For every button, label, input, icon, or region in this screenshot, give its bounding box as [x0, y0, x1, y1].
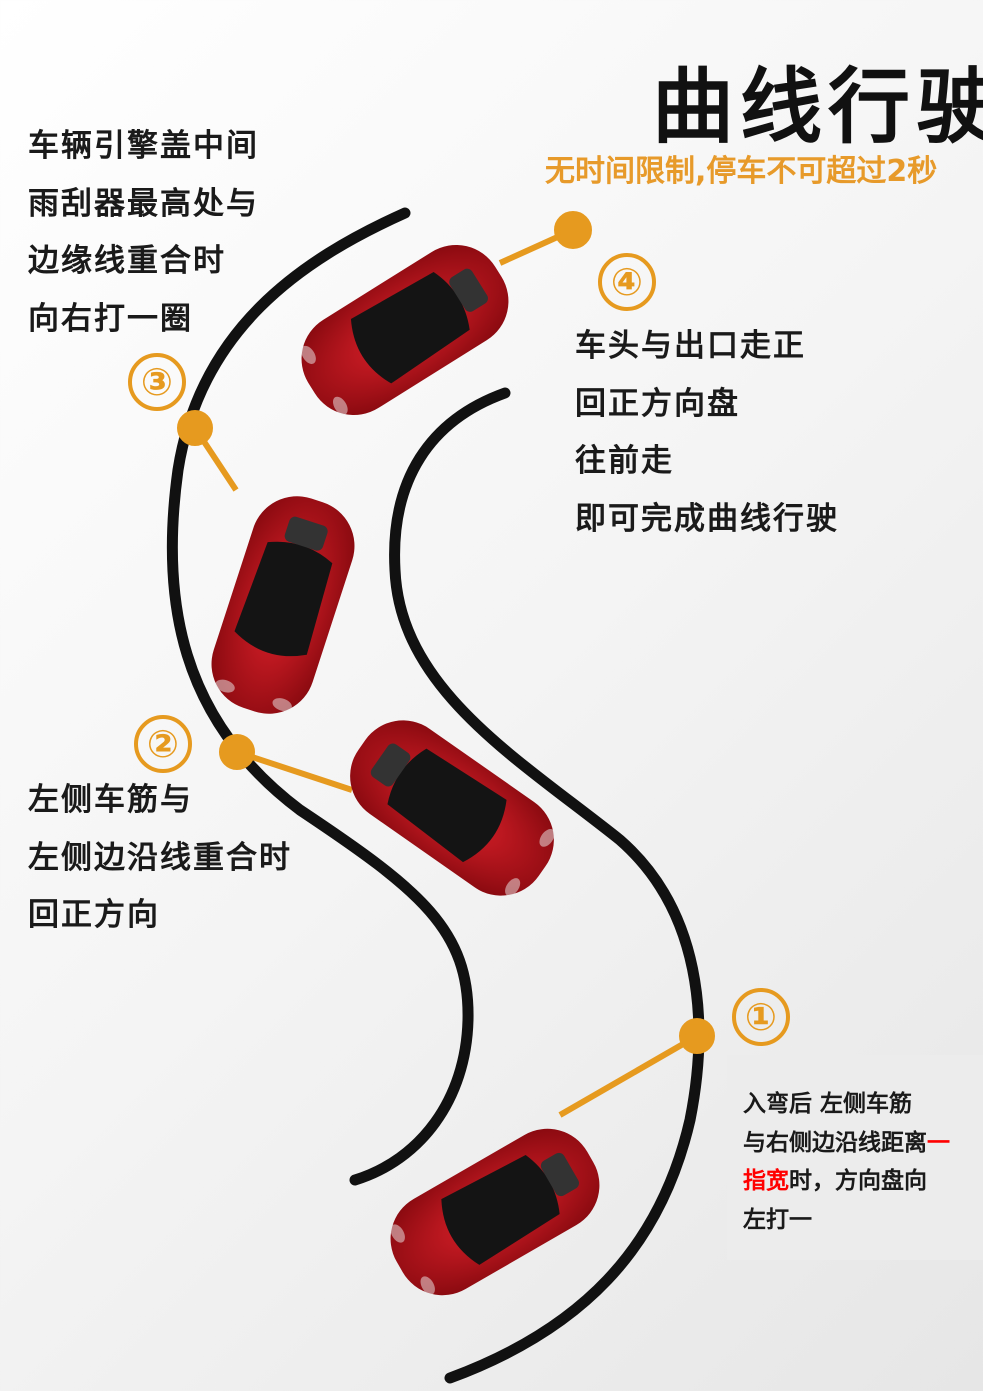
line: 回正方向	[28, 897, 160, 933]
marker-4	[554, 211, 592, 249]
outer-edge-line	[166, 207, 474, 1186]
inner-edge-line	[389, 387, 705, 1384]
marker-1	[679, 1018, 715, 1054]
line: 左打一	[743, 1206, 812, 1233]
line: 即可完成曲线行驶	[575, 500, 839, 537]
line: 向右打一圈	[28, 300, 193, 337]
step-1-text: 入弯后 左侧车筋 与右侧边沿线距离一 指宽时，方向盘向 左打一	[743, 1085, 950, 1239]
highlight-text: 指宽	[743, 1168, 789, 1194]
subtitle: 无时间限制,停车不可超过2秒	[545, 154, 938, 189]
line: 雨刮器最高处与	[28, 185, 259, 222]
line: 左侧车筋与	[28, 782, 193, 818]
step-2-number: ②	[134, 715, 192, 773]
step-1-number: ①	[732, 988, 790, 1046]
line: 指宽时，方向盘向	[743, 1162, 950, 1201]
car-2	[332, 702, 572, 914]
step-3-text: 车辆引擎盖中间 雨刮器最高处与 边缘线重合时 向右打一圈	[28, 118, 259, 348]
page-title: 曲线行驶	[652, 60, 983, 155]
step-3-number: ③	[128, 353, 186, 411]
line: 入弯后 左侧车筋	[743, 1091, 913, 1117]
line: 左侧边沿线重合时	[28, 839, 292, 876]
car-3	[199, 484, 367, 726]
line: 车辆引擎盖中间	[28, 128, 259, 164]
step-4-text: 车头与出口走正 回正方向盘 往前走 即可完成曲线行驶	[575, 318, 839, 548]
line-text: 时，方向盘向	[789, 1168, 927, 1194]
marker-3	[177, 410, 213, 446]
line: 车头与出口走正	[575, 328, 806, 364]
car-1	[373, 1111, 617, 1313]
line: 回正方向盘	[575, 385, 740, 422]
marker-2	[219, 734, 255, 770]
step-1-box	[727, 1055, 983, 1260]
step-2-text: 左侧车筋与 左侧边沿线重合时 回正方向	[28, 772, 292, 945]
line: 往前走	[575, 443, 674, 479]
step-4-number: ④	[598, 253, 656, 311]
line: 与右侧边沿线距离一	[743, 1124, 950, 1163]
highlight-text: 一	[927, 1129, 950, 1156]
line: 边缘线重合时	[28, 243, 226, 279]
line-text: 与右侧边沿线距离	[743, 1129, 927, 1156]
